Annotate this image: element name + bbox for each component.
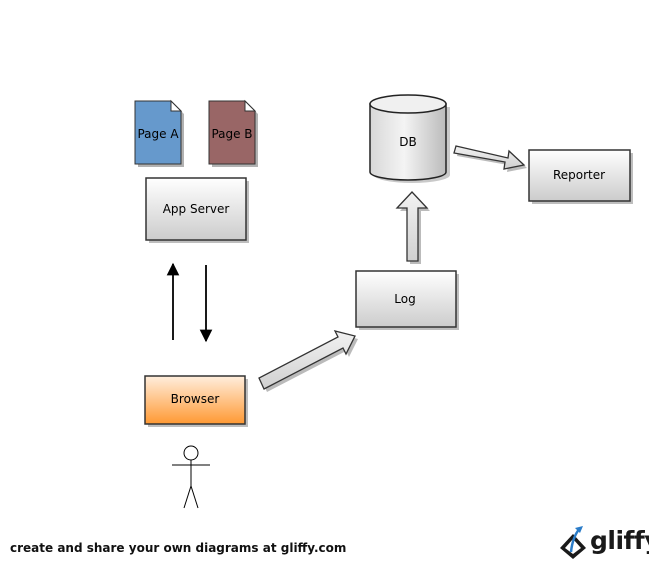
page-b-document: Page B [208, 99, 258, 167]
db-cylinder: DB [369, 94, 450, 183]
log-to-db-block-arrow [395, 191, 430, 264]
browser-to-log-block-arrow [258, 330, 358, 392]
footer-promo-text[interactable]: create and share your own diagrams at gl… [10, 541, 347, 555]
log-label: Log [394, 292, 415, 306]
gliffy-logo-icon [560, 526, 586, 559]
db-label: DB [399, 135, 416, 149]
db-to-reporter-block-arrow [453, 145, 527, 172]
reporter-label: Reporter [553, 168, 605, 182]
browser-box: Browser [144, 375, 248, 427]
app-server-box: App Server [145, 177, 249, 243]
gliffy-logo-text: gliffy [590, 526, 649, 555]
gliffy-logo[interactable]: gliffy [556, 526, 649, 562]
reporter-box: Reporter [528, 149, 633, 204]
browser-label: Browser [171, 392, 220, 406]
log-box: Log [355, 270, 459, 330]
app-server-label: App Server [163, 202, 230, 216]
page-a-document: Page A [134, 99, 184, 167]
page-a-label: Page A [137, 127, 179, 141]
page-b-label: Page B [211, 127, 252, 141]
user-stick-figure [172, 445, 210, 509]
